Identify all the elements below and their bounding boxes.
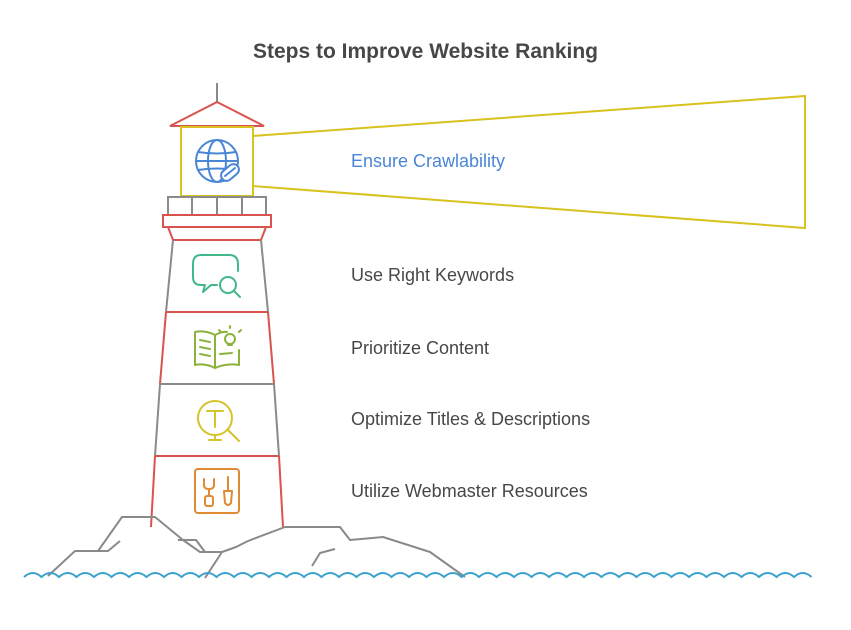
step-label-optimize-titles: Optimize Titles & Descriptions [351,409,591,429]
light-beam [252,94,806,230]
globe-link-icon [195,139,240,183]
diagram-title: Steps to Improve Website Ranking [252,40,598,63]
step-label-ensure-crawlability: Ensure Crawlability [351,151,506,171]
rocks [47,516,466,579]
tower-collar [166,226,268,241]
title-search-icon [197,400,240,442]
step-label-webmaster-resources: Utilize Webmaster Resources [351,481,588,501]
water [23,572,813,579]
step-label-use-right-keywords: Use Right Keywords [351,265,515,285]
step-label-prioritize-content: Prioritize Content [351,338,490,358]
lighthouse-roof [169,100,265,127]
gallery-deck [162,214,272,228]
lighthouse-tower [150,239,284,528]
tools-icon [194,468,240,514]
book-idea-icon [194,325,242,369]
chat-search-icon [192,254,241,298]
